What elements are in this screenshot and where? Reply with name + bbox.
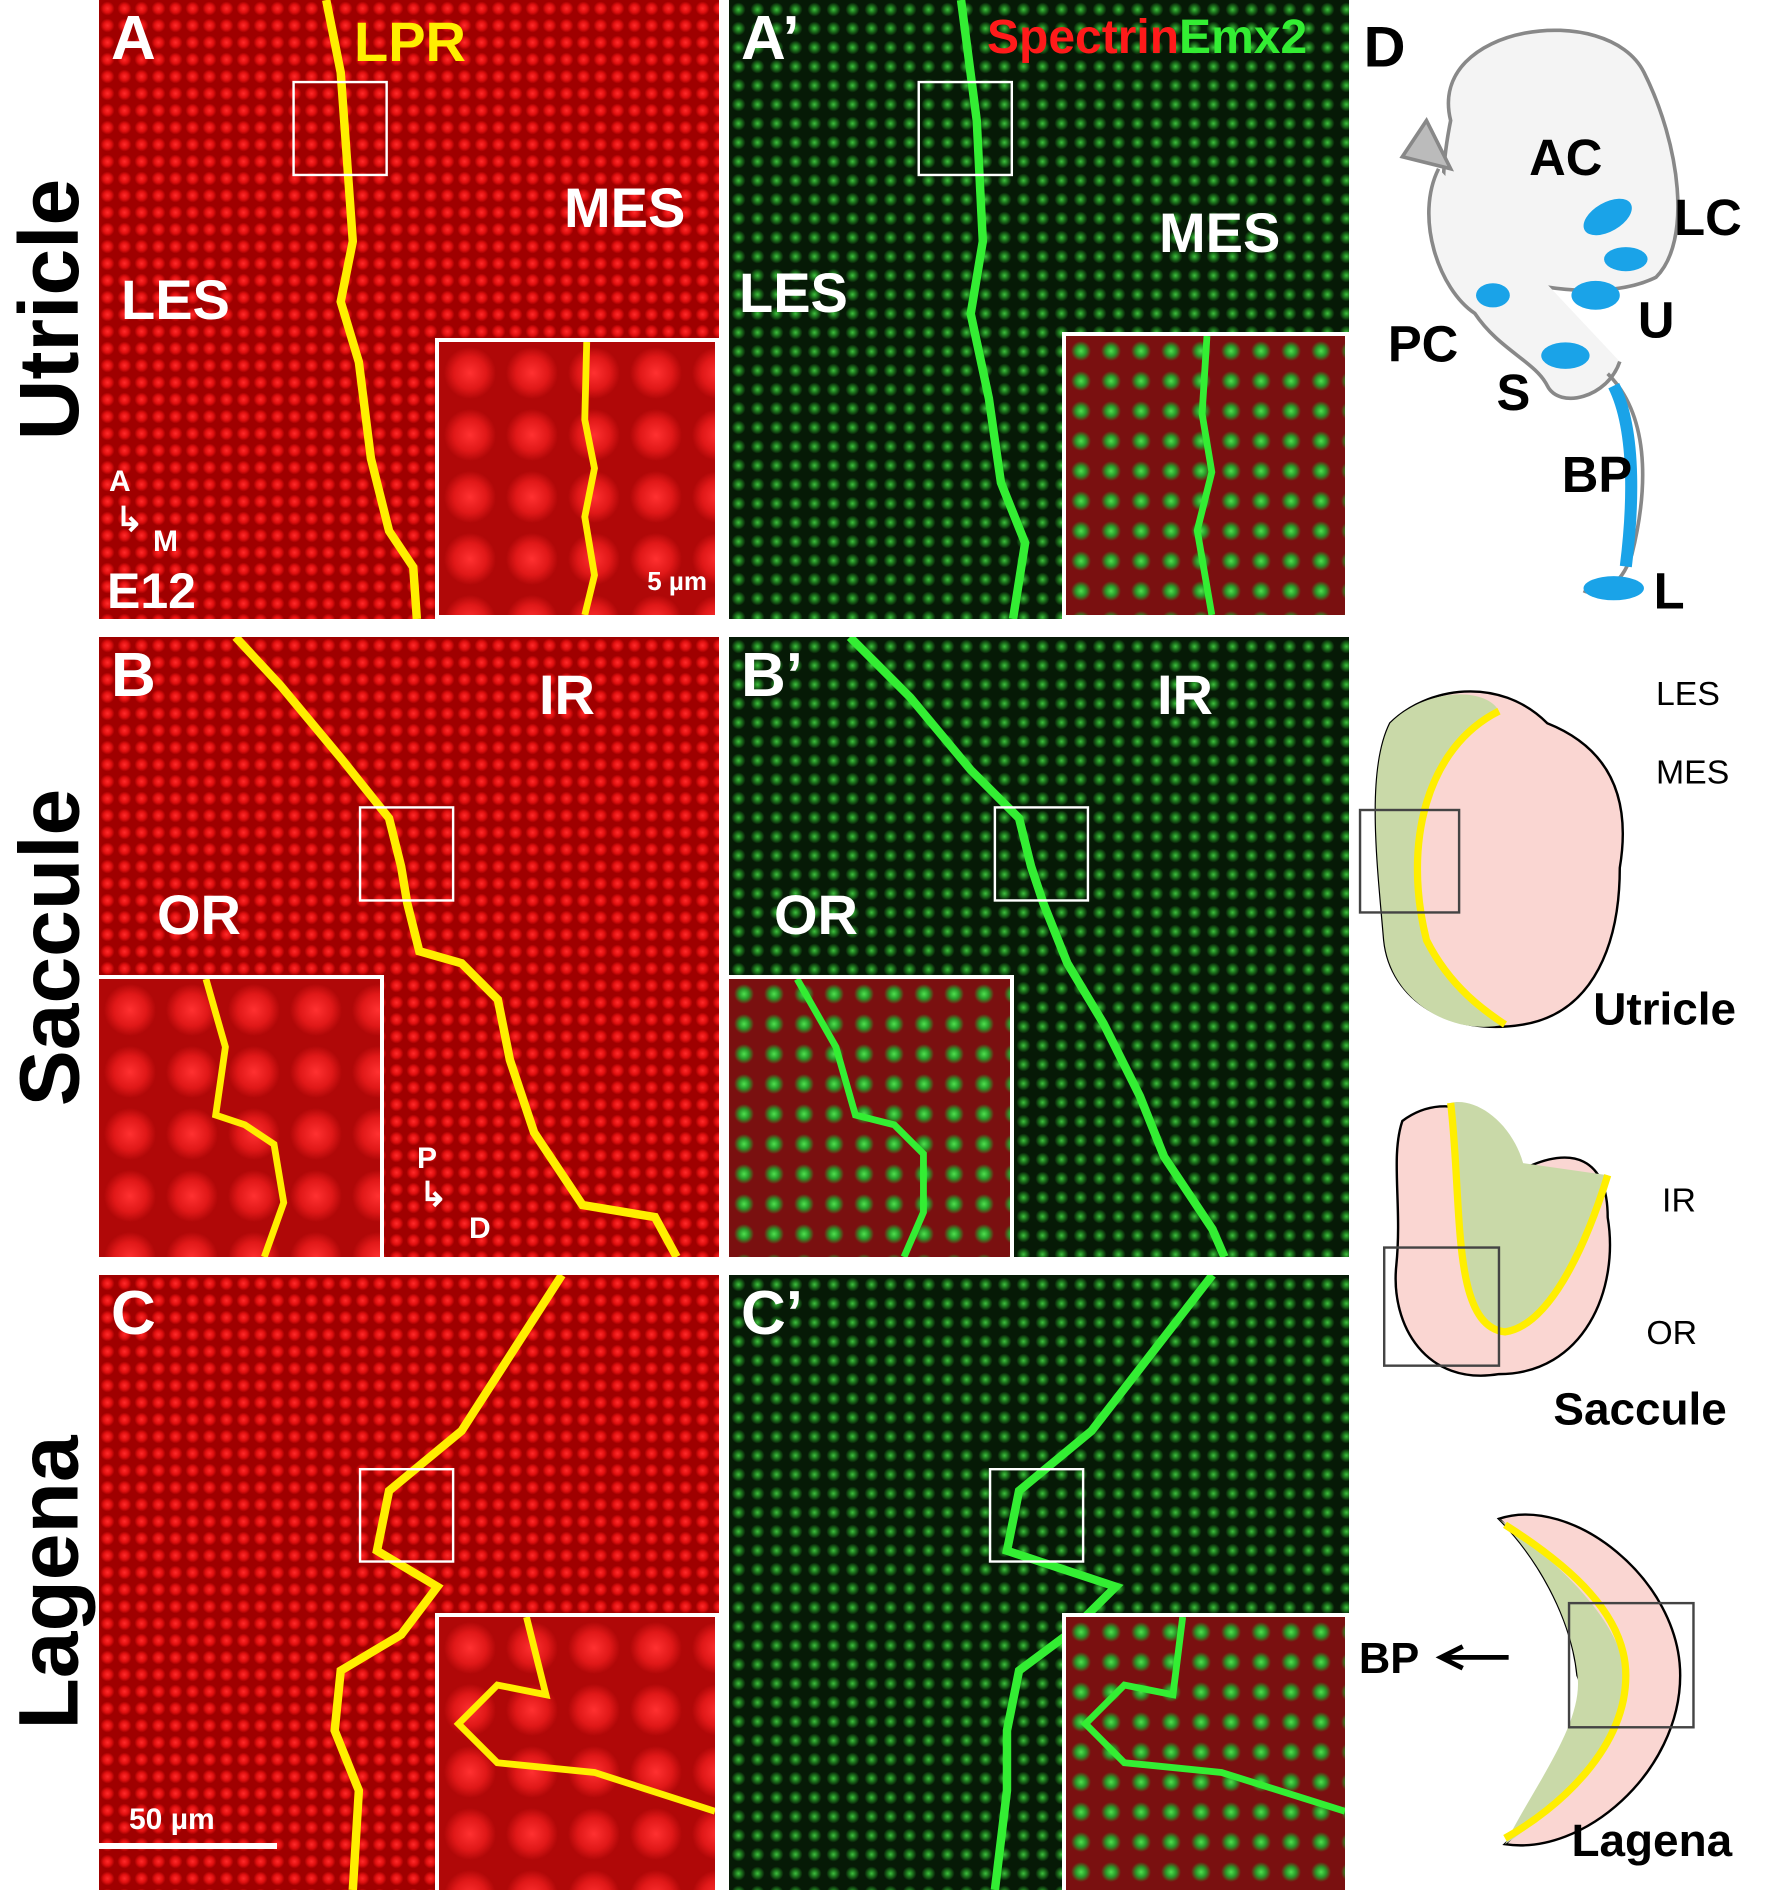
panel-c-prime-lagena-emx2: C’ <box>729 1275 1349 1890</box>
lpr-label: LPR <box>354 10 466 73</box>
inset-b <box>99 975 384 1257</box>
panel-letter: D <box>1364 15 1406 79</box>
or-label: OR <box>774 883 858 946</box>
lagena-schematic: BP Lagena <box>1359 1513 1733 1866</box>
panel-a-prime-utricle-emx2: A’ SpectrinEmx2 LES MES <box>729 0 1349 619</box>
lpr-boundary-line <box>846 637 1229 1257</box>
axis-distal: D <box>469 1212 491 1245</box>
panel-b-prime-saccule-emx2: B’ IR OR <box>729 637 1349 1257</box>
saccule-title: Saccule <box>1553 1383 1727 1435</box>
lpr-boundary-line <box>917 0 1030 619</box>
lpr-boundary-line <box>232 637 681 1257</box>
ac-label: AC <box>1529 129 1602 186</box>
mes-label: MES <box>1159 201 1281 264</box>
panel-c-lagena-spectrin: C 50 µm <box>99 1275 719 1890</box>
or-label: OR <box>157 883 241 946</box>
utricle-schematic: LES MES Utricle <box>1358 675 1736 1035</box>
axis-arrows-icon: ↳ <box>419 1176 448 1214</box>
lc-label: LC <box>1674 189 1742 246</box>
emx2-legend: Emx2 <box>1179 11 1308 64</box>
panel-letter: C’ <box>741 1279 803 1348</box>
panel-letter: A’ <box>741 4 800 73</box>
row-label-text: Lagena <box>2 1435 96 1730</box>
spectrin-legend: Spectrin <box>987 11 1180 64</box>
les-label: LES <box>739 261 848 324</box>
scale-bar-label: 5 µm <box>647 566 707 596</box>
or-label: OR <box>1646 1314 1697 1352</box>
ir-label: IR <box>1662 1181 1696 1219</box>
axis-medial: M <box>153 525 178 558</box>
utricle-title: Utricle <box>1593 983 1736 1035</box>
inset-c <box>435 1613 719 1890</box>
row-label-utricle: Utricle <box>0 0 99 619</box>
inset-b-prime <box>729 975 1014 1257</box>
row-label-text: Utricle <box>2 178 96 441</box>
lpr-boundary-line <box>330 1275 566 1890</box>
scale-bar-label: 50 µm <box>129 1803 215 1836</box>
inset-a: 5 µm <box>435 338 719 619</box>
sensory-organs <box>1476 198 1648 601</box>
l-label: L <box>1654 563 1685 620</box>
bp-label: BP <box>1359 1635 1419 1683</box>
inset-c-prime <box>1062 1613 1349 1890</box>
arrow-left-icon <box>1435 1644 1509 1671</box>
row-label-saccule: Saccule <box>0 637 99 1257</box>
stage-label: E12 <box>107 563 196 619</box>
scale-bar <box>99 1843 277 1849</box>
mes-label: MES <box>564 176 686 239</box>
inset-a-prime <box>1062 332 1349 619</box>
row-label-lagena: Lagena <box>0 1275 99 1890</box>
s-label: S <box>1497 364 1531 421</box>
ir-label: IR <box>1157 663 1213 726</box>
les-label: LES <box>1656 675 1720 713</box>
mes-label: MES <box>1656 754 1729 792</box>
panel-letter: B’ <box>741 641 803 710</box>
pc-label: PC <box>1388 316 1458 373</box>
row-label-text: Saccule <box>2 788 97 1106</box>
panel-d-schematics: D AC LC PC U S BP L LES MES Utricle IR O… <box>1358 15 1742 1866</box>
panel-letter: B <box>111 641 156 710</box>
axis-proximal: P <box>417 1142 438 1175</box>
bp-label: BP <box>1562 446 1632 503</box>
axis-anterior: A <box>109 465 131 498</box>
panel-b-saccule-spectrin: B IR OR P ↳ D <box>99 637 719 1257</box>
ir-label: IR <box>539 663 595 726</box>
les-label: LES <box>121 268 230 331</box>
panel-letter: C <box>111 1279 156 1348</box>
lagena-title: Lagena <box>1571 1814 1732 1866</box>
lpr-boundary-line <box>988 1275 1216 1890</box>
u-label: U <box>1638 292 1675 349</box>
saccule-schematic: IR OR Saccule <box>1382 1101 1727 1435</box>
panel-a-utricle-spectrin: A LPR LES MES A ↳ M E12 5 µm <box>99 0 719 619</box>
lpr-boundary-line <box>292 0 422 619</box>
panel-letter: A <box>111 4 156 73</box>
axis-arrows-icon: ↳ <box>115 501 144 539</box>
